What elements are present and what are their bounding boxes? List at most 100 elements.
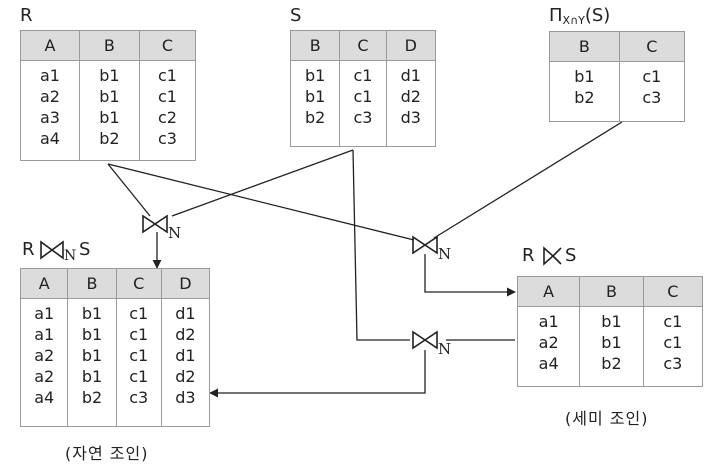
table-cell: b2 — [81, 388, 103, 407]
table-cell: b1 — [81, 325, 103, 344]
join-subscript: N — [168, 224, 182, 242]
table-cell: b1 — [601, 312, 622, 331]
table-cell: b2 — [574, 88, 595, 107]
table-cell: a1 — [34, 304, 55, 323]
column-header: C — [339, 30, 387, 61]
column-header: B — [67, 268, 117, 299]
table-cell: b1 — [81, 367, 103, 386]
line-second-op-to-natural-result — [209, 350, 426, 398]
table-cell: c3 — [157, 129, 177, 148]
bowtie-icon — [412, 235, 438, 255]
table-cell: c1 — [157, 87, 177, 106]
table-cell: a1 — [39, 66, 60, 85]
table-cell: c1 — [353, 87, 373, 106]
semi-join-table: A B C a1 a2 a4 b1 b1 b2 c1 c1 c3 — [516, 276, 704, 387]
table-cell: c1 — [663, 312, 683, 331]
table-cell: a3 — [39, 108, 60, 127]
table-cell: c3 — [129, 388, 149, 407]
table-cell: b1 — [574, 67, 595, 86]
table-cell: a1 — [538, 312, 559, 331]
column-header: D — [385, 30, 437, 61]
table-cell: c3 — [353, 108, 373, 127]
table-cell: b1 — [81, 304, 103, 323]
table-cell: b1 — [99, 108, 120, 127]
column-header: C — [642, 276, 704, 307]
table-cell: d3 — [400, 108, 421, 127]
table-cell: c3 — [642, 88, 662, 107]
table-cell: b2 — [99, 129, 120, 148]
column-header: B — [549, 31, 620, 62]
table-cell: d1 — [175, 346, 196, 365]
table-cell: a2 — [39, 87, 60, 106]
table-cell: c2 — [157, 108, 177, 127]
projection-subscript: X∩Y — [562, 14, 585, 27]
table-cell: b1 — [305, 87, 326, 106]
column-header: B — [78, 30, 140, 61]
line-r-to-semi-op — [107, 163, 415, 241]
column-header: A — [20, 30, 80, 61]
column-header: C — [115, 268, 162, 299]
column-header: D — [160, 268, 211, 299]
table-cell: b1 — [99, 87, 120, 106]
join-subscript: N — [438, 340, 452, 358]
table-cell: a2 — [34, 367, 55, 386]
semi-join-suffix: S — [565, 245, 577, 266]
table-cell: c1 — [129, 304, 149, 323]
table-cell: d2 — [175, 367, 196, 386]
bowtie-icon — [412, 330, 438, 350]
table-cell: d1 — [400, 66, 421, 85]
table-cell: d3 — [175, 388, 196, 407]
table-cell: c1 — [129, 325, 149, 344]
column-header: B — [289, 30, 341, 61]
table-cell: c1 — [157, 66, 177, 85]
natural-join-suffix: S — [79, 239, 91, 260]
semijoin-icon — [543, 246, 562, 266]
projection-label: ΠX∩Y(S) — [549, 6, 610, 31]
relation-s-label: S — [290, 5, 302, 26]
column-header: A — [19, 268, 69, 299]
table-cell: b2 — [601, 354, 622, 373]
table-cell: a2 — [34, 346, 55, 365]
bowtie-icon — [40, 240, 64, 260]
natural-join-prefix: R — [22, 239, 35, 260]
table-cell: b1 — [99, 66, 120, 85]
table-cell: a4 — [538, 354, 559, 373]
table-cell: d2 — [400, 87, 421, 106]
line-semi-op-to-result — [424, 254, 516, 297]
column-header: A — [516, 276, 581, 307]
natural-join-subscript: N — [64, 248, 77, 264]
semi-join-caption: (세미 조인) — [565, 409, 649, 428]
table-cell: a4 — [34, 388, 55, 407]
projection-table: B C b1 b2 c1 c3 — [549, 31, 686, 122]
line-s-to-natural-join — [171, 149, 354, 217]
column-header: C — [138, 30, 197, 61]
natural-join-caption: (자연 조인) — [65, 444, 149, 463]
line-s-to-second-op — [352, 149, 410, 341]
table-cell: d1 — [175, 304, 196, 323]
table-cell: a4 — [39, 129, 60, 148]
line-r-to-natural-join — [107, 163, 151, 217]
relation-r-label: R — [20, 5, 33, 26]
semi-join-prefix: R — [522, 245, 535, 266]
table-cell: c1 — [642, 67, 662, 86]
table-cell: c3 — [663, 354, 683, 373]
table-cell: a1 — [34, 325, 55, 344]
relation-r-table: A B C a1 a2 a3 a4 b1 b1 b1 b2 c1 c1 c2 c3 — [20, 30, 197, 161]
relation-s-table: B C D b1 b1 b2 c1 c1 c3 d1 d2 d3 — [289, 30, 437, 147]
table-cell: c1 — [663, 333, 683, 352]
table-cell: d2 — [175, 325, 196, 344]
table-cell: c1 — [353, 66, 373, 85]
pi-symbol: Π — [549, 5, 563, 26]
column-header: B — [579, 276, 644, 307]
table-cell: b1 — [601, 333, 622, 352]
table-cell: b1 — [305, 66, 326, 85]
line-pi-to-semi-op — [433, 121, 623, 239]
table-cell: c1 — [129, 367, 149, 386]
table-cell: b1 — [81, 346, 103, 365]
table-cell: a2 — [538, 333, 559, 352]
projection-target: (S) — [584, 5, 611, 26]
column-header: C — [618, 31, 686, 62]
table-cell: b2 — [305, 108, 326, 127]
